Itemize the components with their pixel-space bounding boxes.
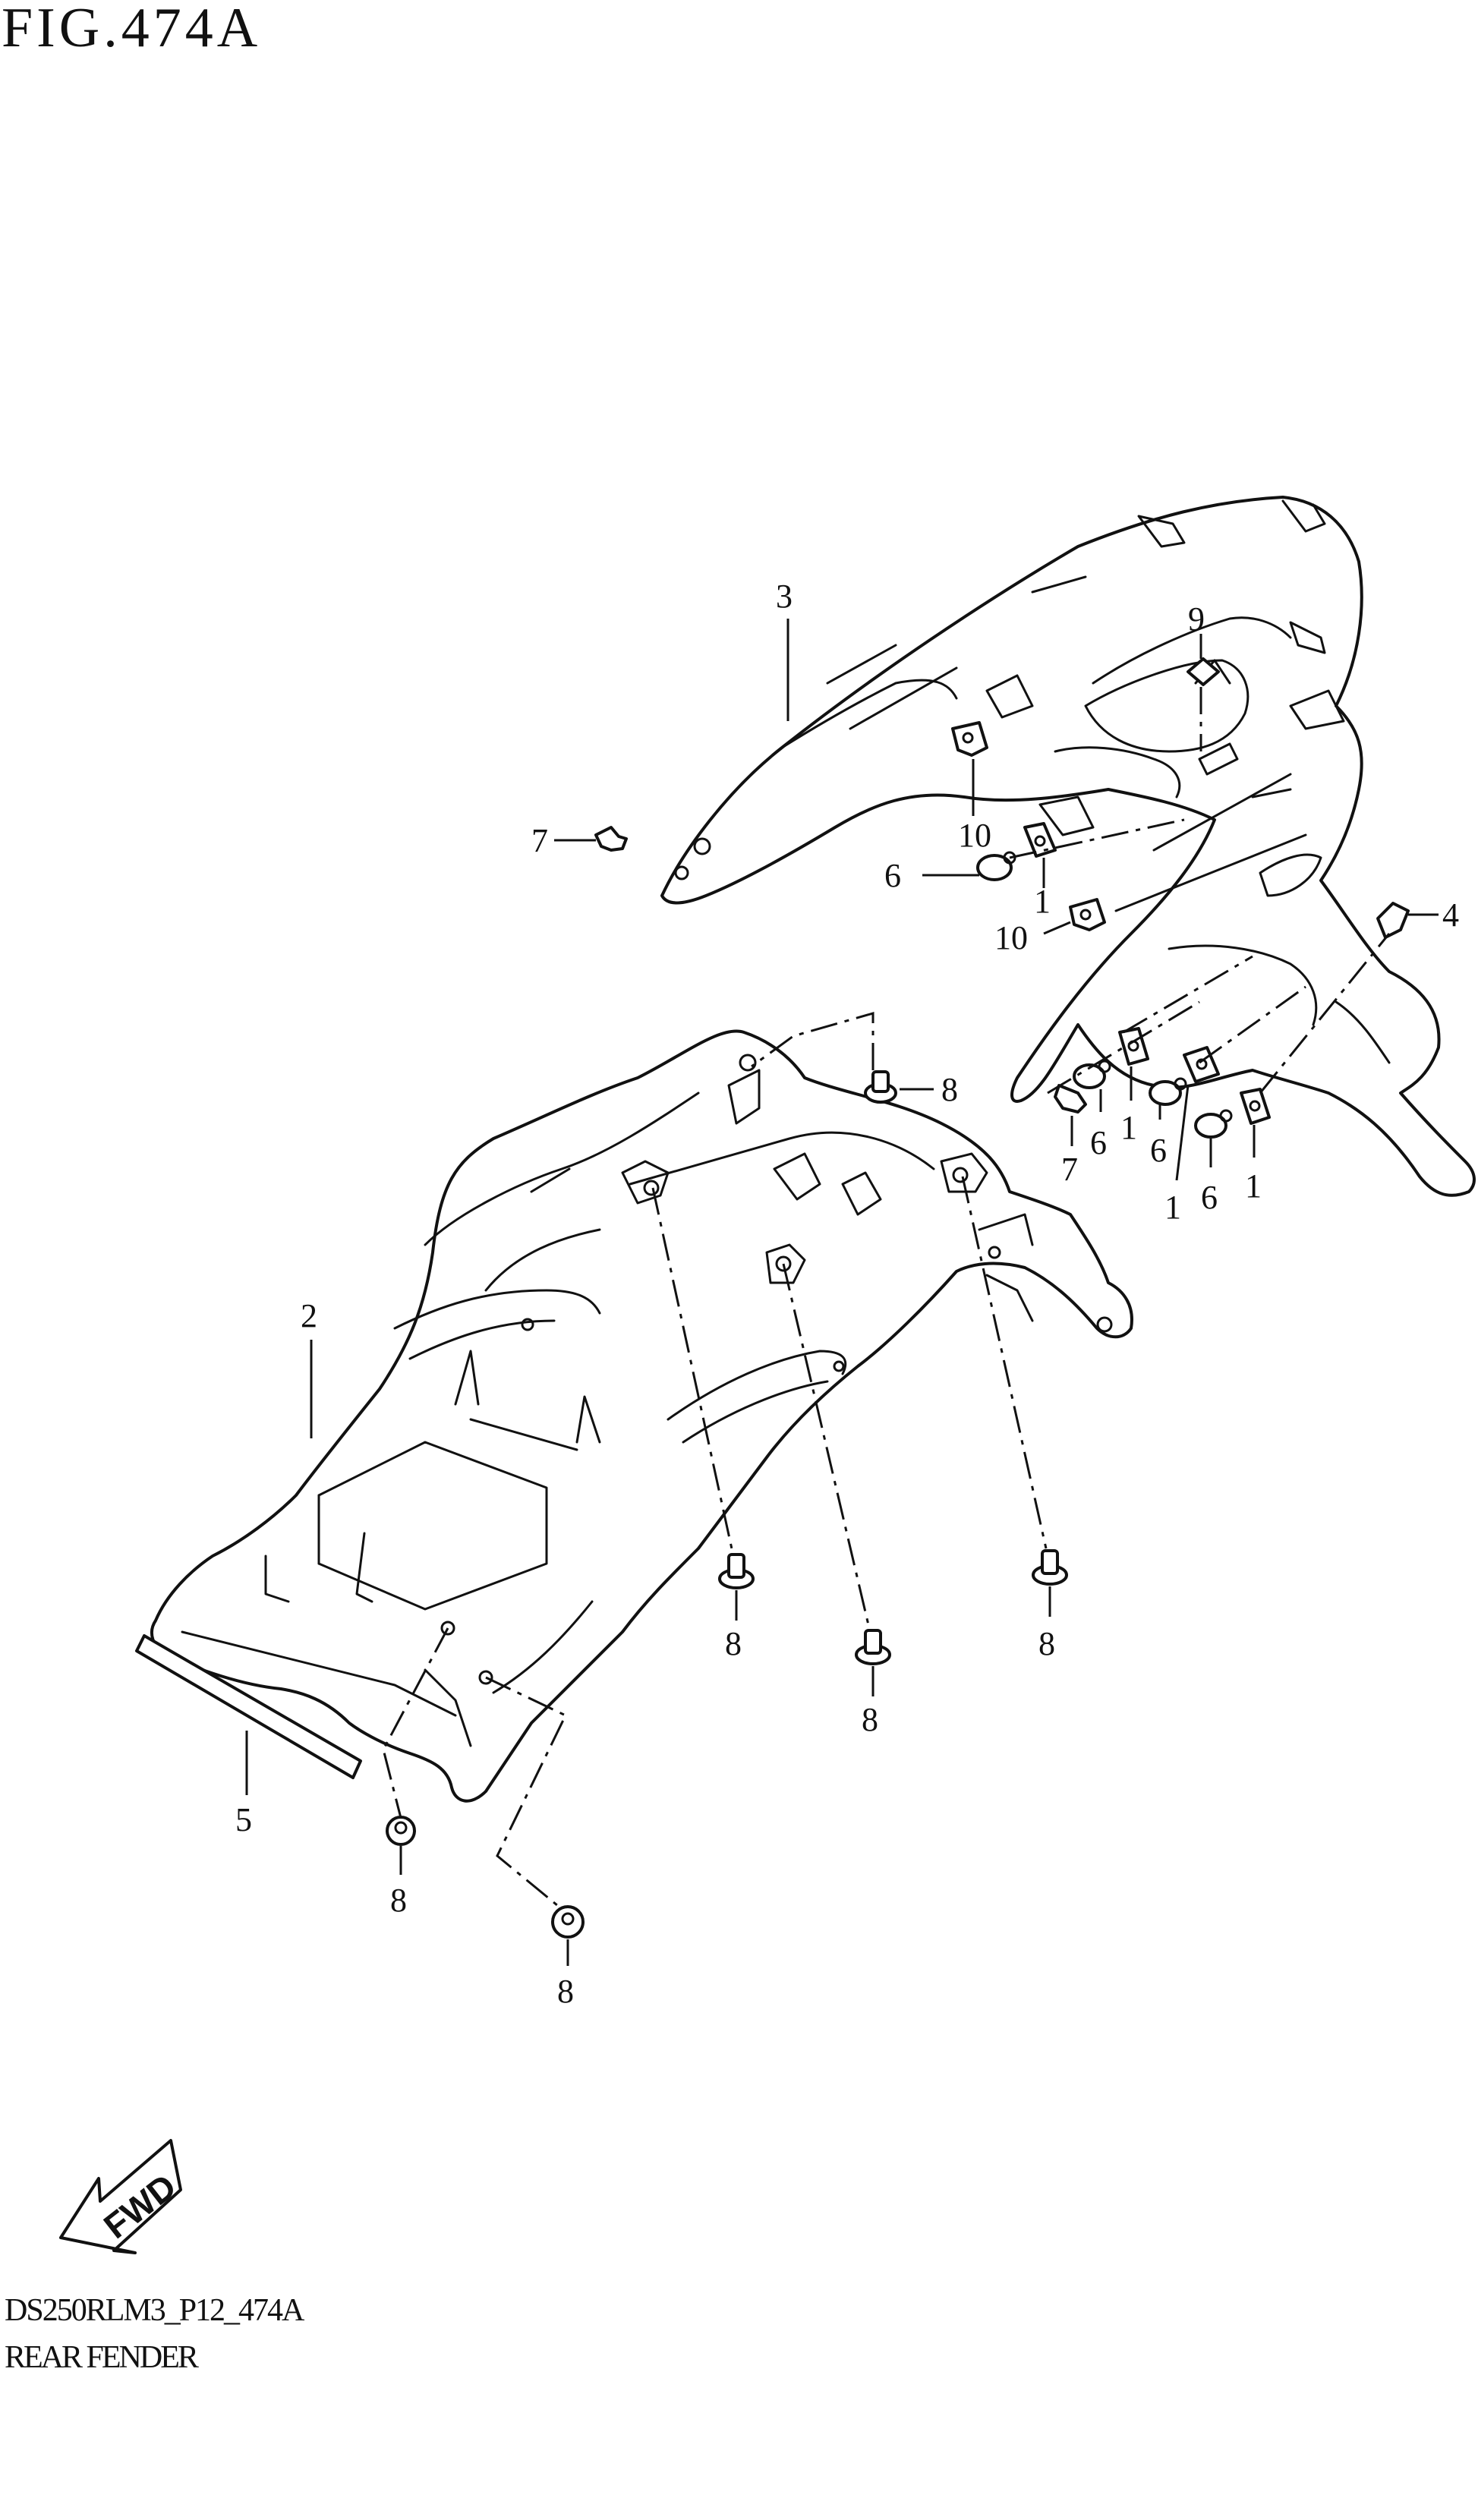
callout-8-f: 8 (557, 1973, 574, 2010)
part-8-rivet-b (718, 1553, 755, 1589)
callouts: 3 9 7 10 6 1 10 4 8 7 6 1 6 1 6 1 2 8 8 … (235, 578, 1459, 2010)
callout-6-d: 6 (1201, 1179, 1218, 1216)
callout-6-upper: 6 (884, 857, 901, 894)
part-8-rivet-f (551, 1905, 585, 1939)
callout-8-c: 8 (862, 1701, 878, 1738)
part-8-rivet-c (855, 1629, 891, 1665)
part-1-nut-d (1240, 1088, 1271, 1125)
callout-6-b: 6 (1090, 1124, 1107, 1161)
part-8-rivet-a (864, 1070, 897, 1104)
callout-2: 2 (301, 1297, 317, 1334)
callout-6-c: 6 (1150, 1132, 1167, 1169)
diagram-code: DS250RLM3_P12_474A (5, 2293, 304, 2328)
part-6-washer-c (1149, 1077, 1187, 1106)
part-7-screw-right (1054, 1084, 1087, 1114)
part-9-label (1186, 657, 1220, 686)
part-2-rear-fender (150, 1029, 1133, 1803)
diagram-name: REAR FENDER (5, 2340, 199, 2375)
part-7-screw-left (594, 826, 628, 852)
callout-8-b: 8 (725, 1625, 742, 1662)
callout-5: 5 (235, 1801, 252, 1838)
callout-1-d: 1 (1245, 1167, 1262, 1205)
leader-lines (245, 619, 1439, 1966)
part-8-rivet-d (1032, 1549, 1068, 1586)
callout-1-c: 1 (1164, 1189, 1181, 1226)
callout-10-upper: 10 (958, 817, 991, 854)
callout-1-upper: 1 (1034, 883, 1051, 920)
callout-9: 9 (1188, 600, 1205, 638)
figure-title: FIG.474A (2, 0, 262, 59)
callout-3: 3 (776, 578, 793, 615)
callout-8-d: 8 (1038, 1625, 1055, 1662)
callout-7-right: 7 (1061, 1151, 1078, 1188)
part-3-upper-fender (660, 496, 1476, 1197)
part-1-nut-a (1023, 822, 1057, 858)
callout-8-e: 8 (390, 1882, 407, 1919)
part-10-clip-upper (951, 721, 988, 757)
callout-7-left: 7 (531, 822, 548, 859)
callout-4: 4 (1442, 896, 1459, 934)
part-6-washer-a (976, 851, 1016, 881)
part-10-clip-lower (1069, 898, 1106, 931)
fwd-arrow-icon: FWD (59, 2139, 184, 2254)
callout-10-lower: 10 (994, 919, 1028, 956)
callout-8-top: 8 (941, 1071, 958, 1108)
part-6-washer-b (1073, 1060, 1111, 1089)
part-5-strip (135, 1634, 362, 1779)
callout-1-b: 1 (1120, 1109, 1137, 1146)
part-6-washer-d (1194, 1109, 1233, 1139)
part-4-rivet (1376, 902, 1410, 939)
part-8-rivet-e (386, 1816, 416, 1846)
